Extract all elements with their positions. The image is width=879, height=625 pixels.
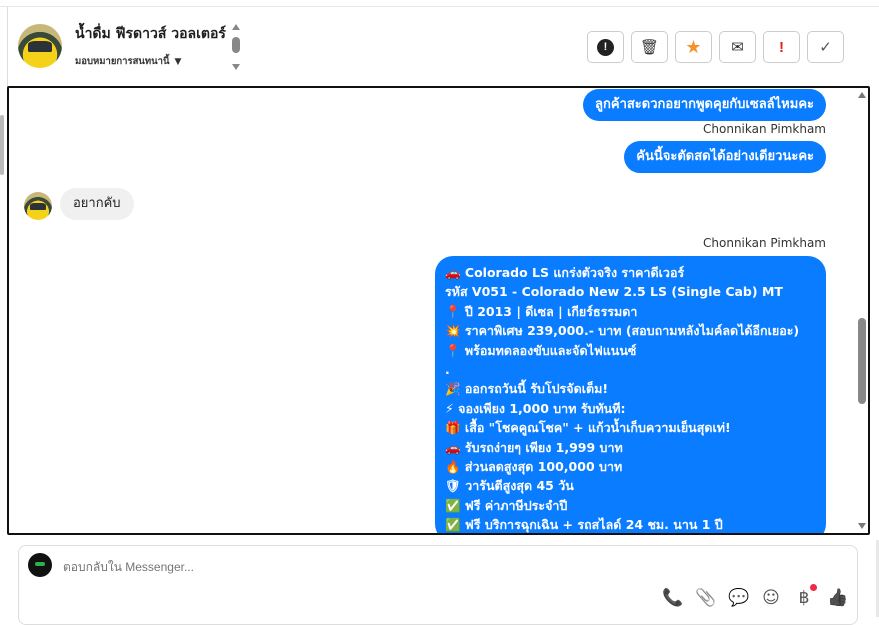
left-scroll-indicator xyxy=(0,115,4,175)
call-add-icon[interactable]: 📞 xyxy=(662,588,684,608)
message-line: . xyxy=(445,362,450,378)
message-outgoing: คันนี้จะตัดสดได้อย่างเดียวนะคะ xyxy=(624,141,826,173)
notification-dot xyxy=(810,584,817,591)
message-line: ⚡ จองเพียง 1,000 บาท รับทันที: xyxy=(445,400,626,416)
header-scrollbar[interactable] xyxy=(231,24,241,70)
assign-conversation-dropdown[interactable]: มอบหมายการสนทนานี้ ▼ xyxy=(75,54,181,69)
message-line: 🎉 ออกรถวันนี้ รับโปรจัดเต็ม! xyxy=(445,381,609,397)
conversation-header: น้ำดื่ม ฟีรดาวส์ วอลเตอร์ มอบหมายการสนทน… xyxy=(0,7,879,87)
conversation-actions: ! 🗑 ★ ✉ ! ✓ xyxy=(587,31,844,63)
scroll-up-icon[interactable] xyxy=(858,92,866,98)
message-line: 🎁 เสื้อ "โชคคูณโชค" + แก้วน้ำเก็บความเย็… xyxy=(445,420,731,436)
alert-circle-icon: ! xyxy=(597,38,614,56)
message-line: 📍 พร้อมทดลองขับและจัดไฟแนนซ์ xyxy=(445,342,637,358)
payment-baht-icon[interactable]: ฿ xyxy=(794,584,817,608)
message-outgoing-listing: 🚗 Colorado LS แกร่งตัวจริง ราคาดีเวอร์รห… xyxy=(435,256,826,533)
like-icon[interactable]: 👍 xyxy=(827,588,849,608)
message-line: 📍 ปี 2013 | ดีเซล | เกียร์ธรรมดา xyxy=(445,303,638,319)
thread-scrollbar[interactable] xyxy=(856,88,868,533)
left-divider xyxy=(7,7,8,87)
scroll-thumb[interactable] xyxy=(858,318,866,404)
scroll-up-icon[interactable] xyxy=(232,24,240,30)
contact-avatar-small xyxy=(24,192,52,220)
right-divider xyxy=(876,540,879,617)
saved-reply-icon[interactable]: 💬 xyxy=(728,588,750,608)
emoji-icon[interactable]: ☺ xyxy=(762,588,780,608)
exclamation-icon: ! xyxy=(779,38,784,56)
important-button[interactable]: ! xyxy=(763,31,800,63)
message-line: 💥 ราคาพิเศษ 239,000.- บาท (สอบถามหลังไมค… xyxy=(445,323,800,339)
message-thread[interactable]: ลูกค้าสะดวกอยากพูดคุยกับเซลล์ไหมคะ Chonn… xyxy=(7,86,870,535)
message-line: ✅ ฟรี ค่าภาษีประจำปี xyxy=(445,497,568,513)
message-line: 🚗 Colorado LS แกร่งตัวจริง ราคาดีเวอร์ xyxy=(445,265,685,280)
sender-name: Chonnikan Pimkham xyxy=(703,236,826,250)
page-avatar xyxy=(28,553,52,577)
message-line: รหัส V051 - Colorado New 2.5 LS (Single … xyxy=(445,284,783,300)
composer-tools: 📞 📎 💬 ☺ ฿ 👍 xyxy=(662,584,849,608)
message-outgoing: ลูกค้าสะดวกอยากพูดคุยกับเซลล์ไหมคะ xyxy=(583,89,826,121)
message-line: ✅ ฟรี บริการฉุกเฉิน + รถสไลด์ 24 ชม. นาน… xyxy=(445,517,723,533)
paperclip-icon[interactable]: 📎 xyxy=(695,588,717,608)
top-divider xyxy=(0,6,879,7)
reply-input[interactable] xyxy=(63,560,563,574)
star-icon: ★ xyxy=(685,36,702,57)
star-button[interactable]: ★ xyxy=(675,31,712,63)
trash-icon: 🗑 xyxy=(639,39,660,56)
delete-button[interactable]: 🗑 xyxy=(631,31,668,63)
mark-unread-button[interactable]: ✉ xyxy=(719,31,756,63)
spam-button[interactable]: ! xyxy=(587,31,624,63)
contact-avatar[interactable] xyxy=(18,24,62,68)
scroll-down-icon[interactable] xyxy=(858,523,866,529)
check-icon: ✓ xyxy=(819,39,832,56)
done-button[interactable]: ✓ xyxy=(807,31,844,63)
message-line: 🔥 ส่วนลดสูงสุด 100,000 บาท xyxy=(445,459,623,475)
scroll-thumb[interactable] xyxy=(232,37,240,53)
message-incoming: อยากคับ xyxy=(60,188,134,220)
contact-name[interactable]: น้ำดื่ม ฟีรดาวส์ วอลเตอร์ xyxy=(75,26,226,42)
sender-name: Chonnikan Pimkham xyxy=(703,122,826,136)
caret-down-icon: ▼ xyxy=(174,57,182,67)
reply-composer: 📞 📎 💬 ☺ ฿ 👍 xyxy=(18,545,858,625)
scroll-down-icon[interactable] xyxy=(232,64,240,70)
baht-glyph: ฿ xyxy=(798,588,810,608)
envelope-open-icon: ✉ xyxy=(731,39,744,56)
message-line: 🛡 วารันตีสูงสุด 45 วัน xyxy=(445,478,574,494)
message-line: 🚗 รับรถง่ายๆ เพียง 1,999 บาท xyxy=(445,439,623,455)
assign-label: มอบหมายการสนทนานี้ xyxy=(75,56,170,67)
